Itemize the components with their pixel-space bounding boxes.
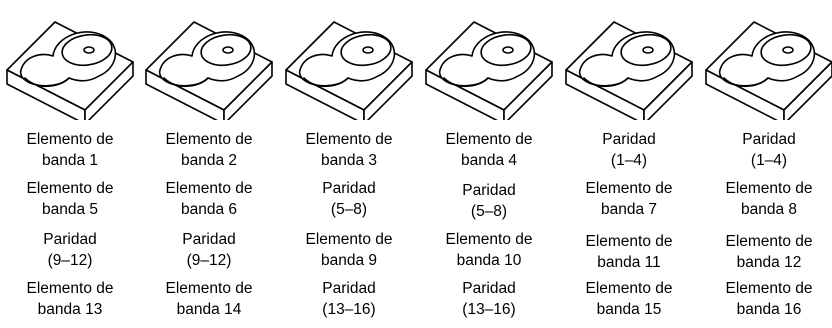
stripe-block-label: Paridad (5–8) [420,180,558,222]
stripe-block-detail: banda 5 [41,201,99,218]
stripe-block-title: Paridad [742,131,796,148]
stripe-block-title: Paridad [462,182,516,199]
stripe-block-detail: banda 13 [37,301,103,318]
disk-column-1: Elemento de banda 1 Elemento de banda 5 Pari… [1,0,139,328]
stripe-block-title: Elemento de [585,233,673,250]
stripe-block-title: Paridad [322,280,376,297]
stripe-block-detail: banda 12 [736,254,802,271]
stripe-block-label: Elemento de banda 16 [700,278,832,320]
stripe-block-detail: (1–4) [610,152,648,169]
stripe-block-title: Paridad [462,280,516,297]
hard-drive-icon [1,12,139,125]
stripe-block-title: Elemento de [26,131,114,148]
disk-column-3: Elemento de banda 3 Paridad (5–8) Elemento d… [280,0,418,328]
stripe-block-label: Elemento de banda 15 [560,278,698,320]
stripe-block-title: Elemento de [165,280,253,297]
stripe-block-title: Elemento de [305,131,393,148]
stripe-block-title: Elemento de [585,180,673,197]
hard-drive-icon [700,12,832,125]
stripe-block-detail: (9–12) [47,252,93,269]
stripe-block-detail: banda 3 [320,152,378,169]
stripe-block-title: Elemento de [305,231,393,248]
stripe-block-title: Elemento de [26,180,114,197]
hard-drive-icon [420,12,558,125]
stripe-block-label: Elemento de banda 13 [1,278,139,320]
stripe-block-label: Paridad (1–4) [700,129,832,171]
stripe-block-detail: (9–12) [186,252,232,269]
stripe-block-detail: (5–8) [330,201,368,218]
stripe-block-label: Paridad (1–4) [560,129,698,171]
stripe-block-detail: banda 15 [596,301,662,318]
stripe-block-detail: banda 8 [740,201,798,218]
stripe-block-label: Elemento de banda 14 [140,278,278,320]
stripe-block-label: Elemento de banda 2 [140,129,278,171]
stripe-block-label: Elemento de banda 1 [1,129,139,171]
stripe-block-title: Elemento de [725,280,813,297]
stripe-block-detail: banda 6 [180,201,238,218]
hard-drive-icon [280,12,418,125]
disk-column-2: Elemento de banda 2 Elemento de banda 6 Pari… [140,0,278,328]
stripe-block-label: Elemento de banda 5 [1,178,139,220]
stripe-block-detail: (5–8) [470,203,508,220]
stripe-block-detail: banda 16 [736,301,802,318]
stripe-block-label: Elemento de banda 3 [280,129,418,171]
stripe-block-title: Elemento de [165,131,253,148]
stripe-block-detail: banda 4 [460,152,518,169]
stripe-block-label: Paridad (13–16) [280,278,418,320]
stripe-block-title: Paridad [182,231,236,248]
stripe-block-title: Paridad [602,131,656,148]
stripe-block-detail: (1–4) [750,152,788,169]
stripe-block-detail: banda 11 [597,254,661,271]
stripe-block-label: Elemento de banda 6 [140,178,278,220]
stripe-block-label: Elemento de banda 8 [700,178,832,220]
stripe-block-label: Elemento de banda 12 [700,231,832,273]
stripe-block-detail: banda 7 [600,201,658,218]
stripe-block-label: Paridad (13–16) [420,278,558,320]
stripe-block-title: Elemento de [725,180,813,197]
stripe-block-detail: banda 1 [41,152,99,169]
stripe-block-detail: banda 2 [180,152,238,169]
stripe-block-detail: banda 9 [320,252,378,269]
stripe-block-label: Elemento de banda 11 [560,231,698,273]
hard-drive-icon [560,12,698,125]
stripe-block-title: Elemento de [585,280,673,297]
stripe-block-label: Paridad (5–8) [280,178,418,220]
disk-column-4: Elemento de banda 4 Paridad (5–8) Elemento d… [420,0,558,328]
stripe-block-title: Paridad [43,231,97,248]
stripe-block-title: Elemento de [445,131,533,148]
stripe-block-title: Elemento de [165,180,253,197]
stripe-block-label: Paridad (9–12) [140,229,278,271]
stripe-block-label: Paridad (9–12) [1,229,139,271]
stripe-block-title: Elemento de [26,280,114,297]
stripe-block-detail: (13–16) [462,301,516,318]
stripe-block-detail: (13–16) [322,301,376,318]
hard-drive-icon [140,12,278,125]
stripe-block-label: Elemento de banda 10 [420,229,558,271]
stripe-block-detail: banda 14 [176,301,242,318]
stripe-block-title: Paridad [322,180,376,197]
stripe-block-title: Elemento de [445,231,533,248]
stripe-block-detail: banda 10 [456,252,522,269]
stripe-block-title: Elemento de [725,233,813,250]
stripe-block-label: Elemento de banda 4 [420,129,558,171]
stripe-block-label: Elemento de banda 7 [560,178,698,220]
stripe-block-label: Elemento de banda 9 [280,229,418,271]
